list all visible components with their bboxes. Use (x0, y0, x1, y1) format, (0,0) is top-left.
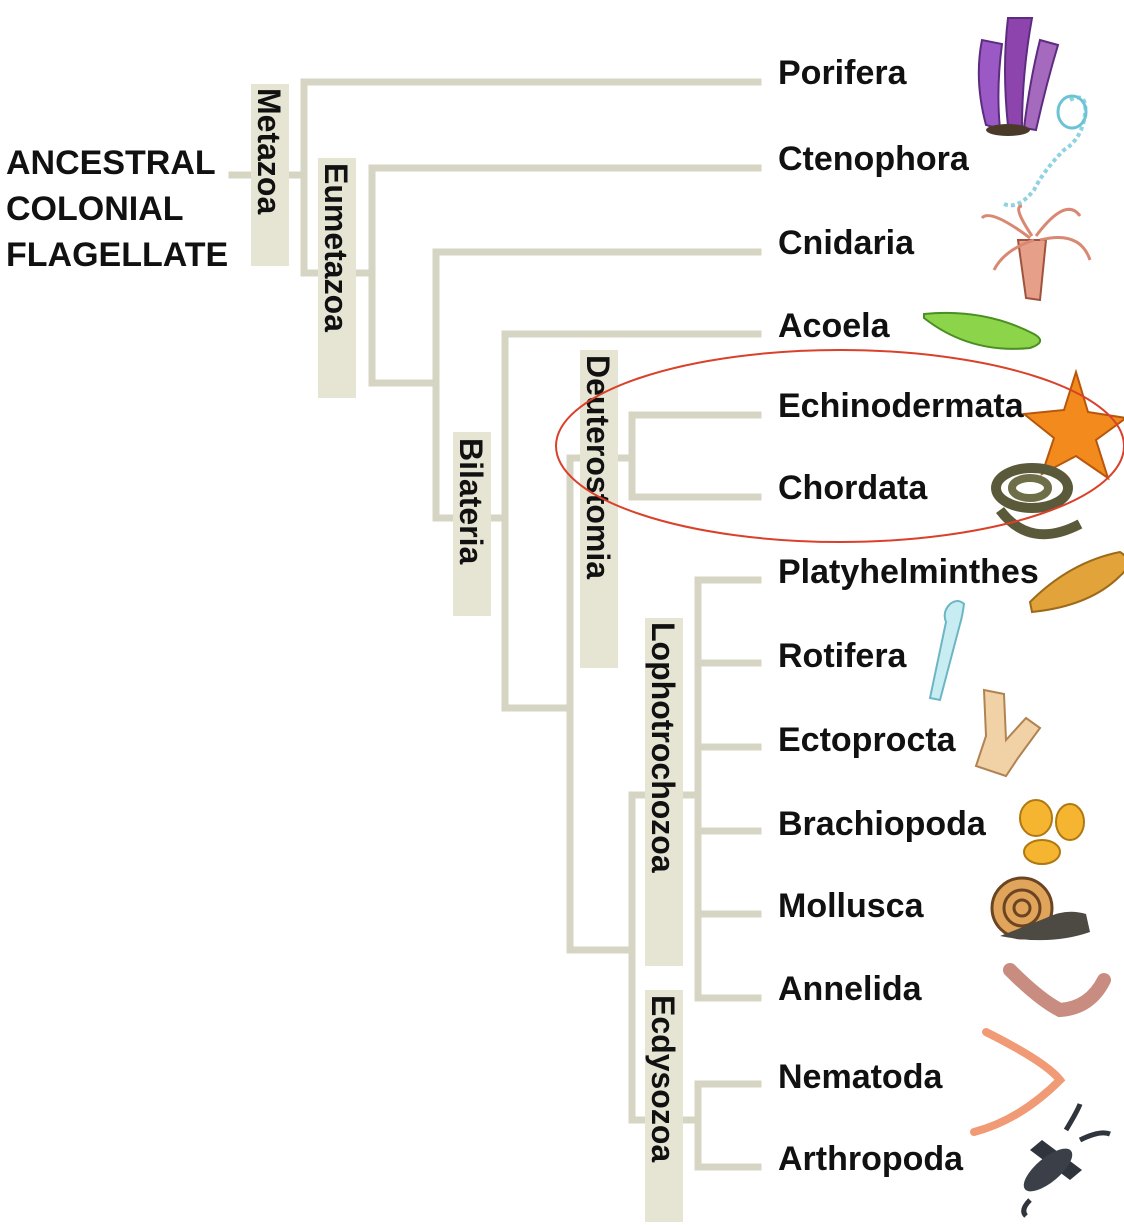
taxon-label-echinodermata: Echinodermata (778, 387, 1025, 425)
highlight-ellipse (556, 350, 1124, 542)
clade-bilateria: Bilateria (453, 432, 491, 616)
flatworm-icon (1030, 552, 1124, 612)
root-label: ANCESTRAL COLONIAL FLAGELLATE (6, 144, 228, 274)
clade-eumetazoa: Eumetazoa (318, 158, 356, 398)
clade-ecdysozoa-label: Ecdysozoa (645, 995, 681, 1162)
taxon-labels: Porifera Ctenophora Cnidaria Acoela Echi… (778, 54, 1039, 1178)
clade-metazoa: Metazoa (251, 84, 289, 266)
taxon-label-mollusca: Mollusca (778, 887, 925, 925)
root-label-line-1: ANCESTRAL (6, 144, 216, 182)
taxon-label-brachiopoda: Brachiopoda (778, 805, 987, 843)
jellyfish-icon (982, 206, 1090, 300)
clade-eumetazoa-label: Eumetazoa (318, 163, 354, 332)
taxon-label-platyhelminthes: Platyhelminthes (778, 553, 1039, 591)
brachiopod-icon (1020, 800, 1084, 864)
clade-deuterostomia: Deuterostomia (580, 350, 618, 668)
eel-icon (996, 468, 1080, 534)
acoel-worm-icon (924, 313, 1040, 349)
sponge-icon (979, 18, 1058, 136)
taxon-label-rotifera: Rotifera (778, 637, 908, 675)
root-label-line-3: FLAGELLATE (6, 236, 228, 274)
earthworm-icon (1010, 970, 1104, 1010)
taxon-label-annelida: Annelida (778, 970, 923, 1008)
taxon-label-porifera: Porifera (778, 54, 908, 92)
taxon-label-ectoprocta: Ectoprocta (778, 721, 957, 759)
clade-metazoa-label: Metazoa (251, 88, 287, 214)
taxon-label-acoela: Acoela (778, 307, 891, 345)
clade-lophotrochozoa: Lophotrochozoa (645, 618, 683, 966)
clade-ecdysozoa: Ecdysozoa (645, 990, 683, 1222)
snail-icon (992, 878, 1090, 940)
roundworm-icon (974, 1032, 1060, 1132)
rotifer-icon (930, 601, 964, 700)
taxon-label-arthropoda: Arthropoda (778, 1140, 964, 1178)
taxon-label-cnidaria: Cnidaria (778, 224, 915, 262)
bryozoan-icon (976, 690, 1040, 776)
root-label-line-2: COLONIAL (6, 190, 184, 228)
clade-bilateria-label: Bilateria (453, 438, 489, 564)
sea-star-icon (1024, 372, 1124, 478)
taxon-label-ctenophora: Ctenophora (778, 140, 970, 178)
clade-lophotrochozoa-label: Lophotrochozoa (645, 622, 681, 873)
taxon-label-nematoda: Nematoda (778, 1058, 943, 1096)
taxon-label-chordata: Chordata (778, 469, 928, 507)
lobster-icon (1017, 1104, 1110, 1216)
